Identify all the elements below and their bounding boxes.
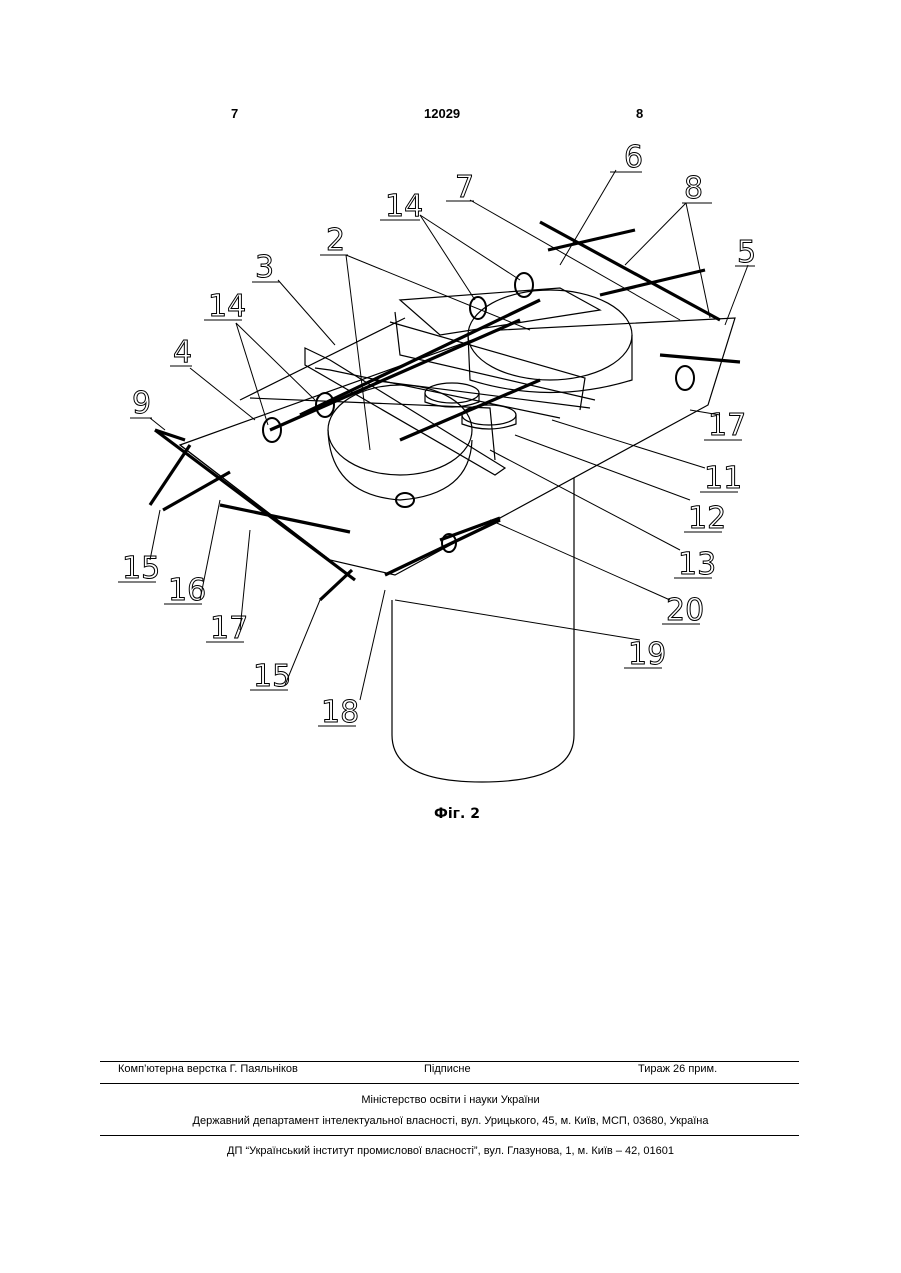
shafts	[150, 222, 740, 600]
imprint-signed: Підписне	[424, 1063, 471, 1075]
department-line: Державний департамент інтелектуальної вл…	[0, 1115, 901, 1127]
callout-14a: 14	[385, 189, 423, 224]
callout-19: 19	[628, 637, 666, 672]
callout-18: 18	[321, 695, 359, 730]
callout-9: 9	[132, 386, 151, 421]
callout-8: 8	[684, 171, 703, 206]
callout-17b: 17	[708, 408, 746, 443]
callout-12: 12	[688, 501, 726, 536]
callout-6: 6	[624, 140, 643, 175]
callout-11: 11	[704, 461, 742, 496]
callout-4: 4	[173, 335, 192, 370]
imprint-print-run: Тираж 26 прим.	[638, 1063, 717, 1075]
footer-rule-bottom	[100, 1135, 799, 1136]
figure-caption: Фіг. 2	[434, 806, 480, 822]
institute-line: ДП “Український інститут промислової вла…	[0, 1145, 901, 1157]
technical-drawing: 2 3 4 5 6 7 8 9 11 12 13 14 14 15 15 16 …	[0, 0, 901, 900]
callout-15b: 15	[253, 659, 291, 694]
ministry-line: Міністерство освіти і науки України	[0, 1094, 901, 1106]
callout-14b: 14	[208, 289, 246, 324]
footer-rule-top	[100, 1061, 799, 1062]
rollers	[263, 273, 694, 552]
callout-17a: 17	[210, 611, 248, 646]
callout-20: 20	[666, 593, 704, 628]
footer-rule-middle	[100, 1083, 799, 1084]
callout-3: 3	[255, 250, 274, 285]
callout-5: 5	[737, 235, 756, 270]
callout-15a: 15	[122, 551, 160, 586]
callout-13: 13	[678, 547, 716, 582]
callout-16: 16	[168, 573, 206, 608]
imprint-typesetter: Комп’ютерна верстка Г. Паяльніков	[118, 1063, 298, 1075]
disc-rear	[468, 290, 632, 393]
callout-2: 2	[326, 223, 345, 258]
callout-7: 7	[455, 170, 474, 205]
